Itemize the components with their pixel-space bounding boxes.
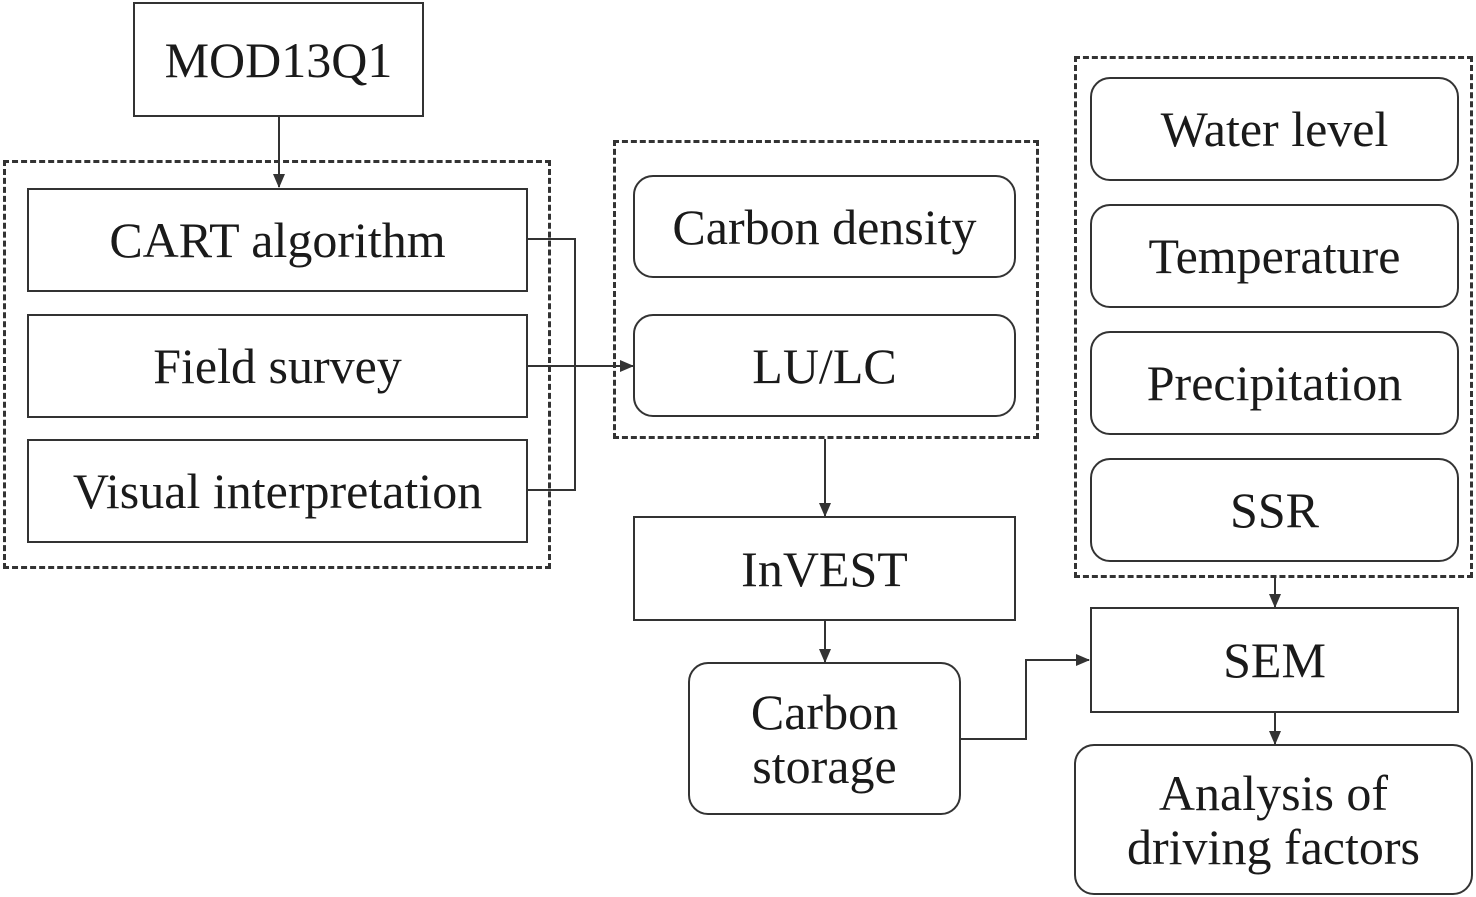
node-field-survey-label: Field survey [153, 338, 402, 394]
bracket-classification [527, 238, 576, 491]
node-sem-label: SEM [1223, 632, 1326, 688]
node-carbon-density-label: Carbon density [672, 198, 977, 255]
node-cart-algorithm: CART algorithm [27, 188, 528, 292]
invest-inputs-group [613, 140, 1039, 439]
arrow-carbon-storage-to-sem [961, 654, 1090, 740]
climate-factors-group [1074, 56, 1473, 578]
node-invest: InVEST [633, 516, 1016, 621]
node-temperature-label: Temperature [1148, 228, 1401, 284]
node-water-level-label: Water level [1160, 101, 1389, 157]
node-analysis-label-line1: Analysis of [1158, 764, 1389, 821]
node-precipitation-label: Precipitation [1146, 355, 1403, 411]
node-lulc-label: LU/LC [752, 337, 897, 394]
node-water-level: Water level [1090, 77, 1459, 181]
node-ssr-label: SSR [1230, 482, 1319, 538]
node-analysis-of-driving-factors: Analysis of driving factors [1074, 744, 1473, 895]
node-cart-algorithm-label: CART algorithm [109, 212, 446, 268]
node-analysis-label-line2: driving factors [1127, 818, 1420, 875]
node-mod13q1-label: MOD13Q1 [164, 31, 393, 88]
node-carbon-storage-label-line2: storage [752, 737, 897, 794]
node-visual-interpretation: Visual interpretation [27, 439, 528, 543]
node-carbon-storage-label-line1: Carbon [750, 683, 899, 740]
node-visual-interpretation-label: Visual interpretation [72, 463, 483, 519]
node-carbon-storage: Carbon storage [688, 662, 961, 815]
node-sem: SEM [1090, 607, 1459, 713]
node-invest-label: InVEST [741, 540, 908, 597]
node-ssr: SSR [1090, 458, 1459, 562]
node-field-survey: Field survey [27, 314, 528, 418]
classification-group [3, 160, 551, 569]
node-carbon-density: Carbon density [633, 175, 1016, 278]
node-lulc: LU/LC [633, 314, 1016, 417]
node-temperature: Temperature [1090, 204, 1459, 308]
node-precipitation: Precipitation [1090, 331, 1459, 435]
node-mod13q1: MOD13Q1 [133, 2, 424, 117]
